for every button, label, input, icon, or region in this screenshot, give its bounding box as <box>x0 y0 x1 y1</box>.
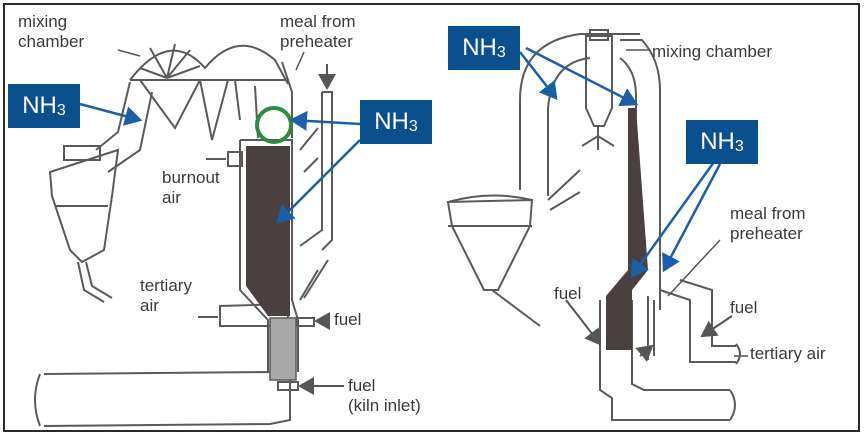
label-right-mixing-chamber: mixing chamber <box>652 42 772 61</box>
nh3-text: NH <box>22 92 57 119</box>
left-kiln <box>43 370 291 427</box>
nh3-text: NH <box>462 34 497 61</box>
nh3-subscript: 3 <box>496 44 506 61</box>
left-calciner-reaction-zone <box>246 146 290 316</box>
nh3-text: NH <box>700 128 735 155</box>
left-cyclone <box>48 148 120 264</box>
label-right-fuel-right: fuel <box>730 298 758 317</box>
nh3-subscript: 3 <box>734 138 744 155</box>
nh3-subscript: 3 <box>56 102 66 119</box>
right-calciner-reaction-zone <box>606 108 648 350</box>
label-right-meal-line1: meal from <box>730 204 806 223</box>
label-burnout-air-line2: air <box>162 188 181 207</box>
nh3-text: NH <box>374 108 409 135</box>
label-fuel-kiln-line2: (kiln inlet) <box>348 396 421 415</box>
left-meal-pipe <box>321 91 333 251</box>
label-right-tertiary-air: tertiary air <box>750 344 826 363</box>
label-tertiary-air-line2: air <box>140 296 159 315</box>
label-burnout-air-line1: burnout <box>162 168 220 187</box>
nh3-subscript: 3 <box>408 118 418 135</box>
left-calciner <box>34 43 333 427</box>
right-calciner <box>446 29 741 421</box>
label-fuel: fuel <box>334 310 362 329</box>
label-mixing-chamber-line2: chamber <box>18 32 85 51</box>
label-right-fuel-left: fuel <box>554 284 582 303</box>
label-meal-preheater-line2: preheater <box>280 32 353 51</box>
label-meal-preheater-line1: meal from <box>280 12 356 31</box>
left-kiln-inlet-zone <box>269 317 297 381</box>
label-right-meal-line2: preheater <box>730 224 803 243</box>
highlight-circle <box>255 106 293 144</box>
left-mixing-chamber-dome <box>129 44 289 85</box>
right-top-cyclone <box>585 35 613 127</box>
label-fuel-kiln-line1: fuel <box>348 376 376 395</box>
diagram-frame <box>3 3 860 432</box>
label-tertiary-air-line1: tertiary <box>140 276 192 295</box>
right-big-cyclone <box>446 198 534 291</box>
label-mixing-chamber-line1: mixing <box>18 12 68 31</box>
